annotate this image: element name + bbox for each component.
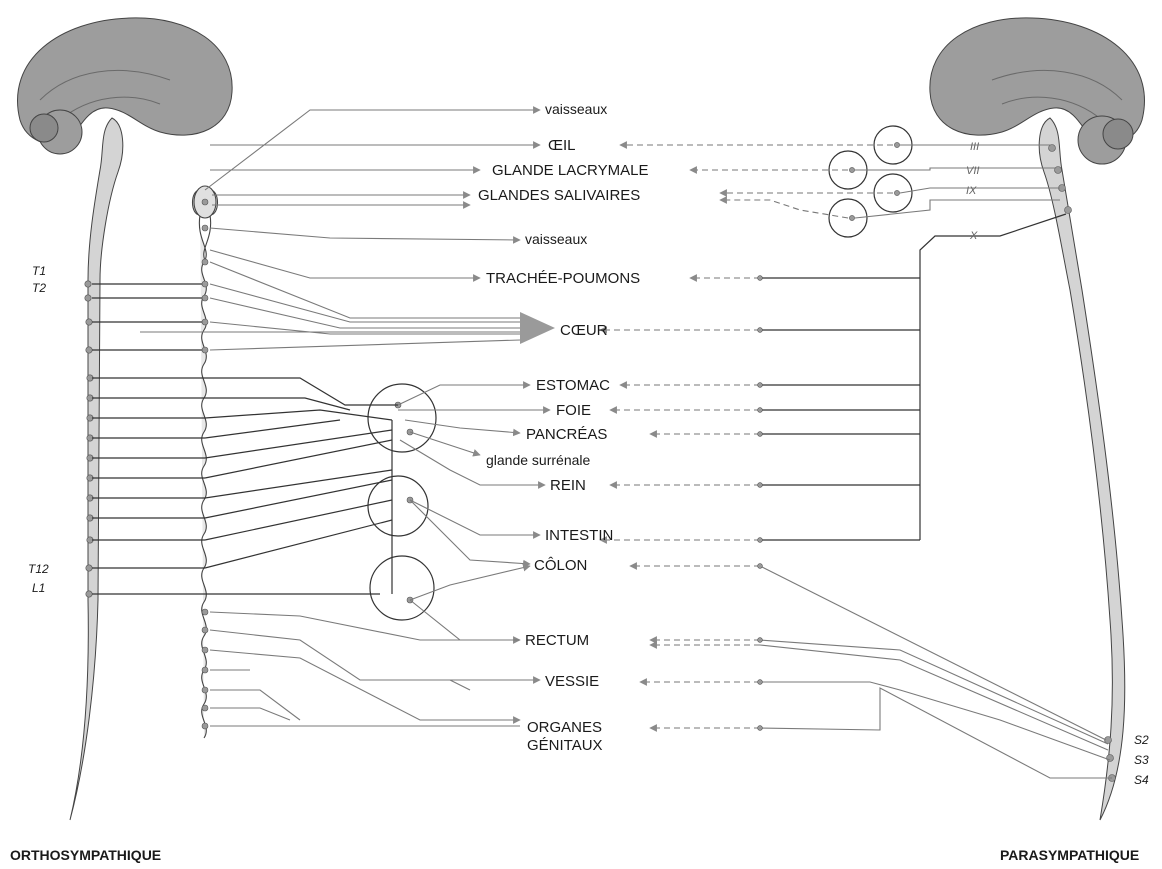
level-s3: S3: [1134, 753, 1149, 767]
organ-rein: REIN: [550, 477, 586, 494]
vagus-nerve: [599, 213, 1067, 544]
organ-glande-surrenale: glande surrénale: [486, 452, 591, 468]
cranial-fibres: [619, 141, 1060, 219]
organ-coeur: CŒUR: [560, 322, 608, 339]
nerve-vii: VII: [966, 165, 979, 177]
organ-oeil: ŒIL: [548, 137, 576, 154]
splanchnic-nerves: [204, 377, 398, 569]
level-t2: T2: [32, 281, 46, 295]
right-brainstem-nodes: [1048, 144, 1116, 782]
cranial-ganglia: [828, 125, 913, 238]
organ-vessie: VESSIE: [545, 673, 599, 690]
organ-intestin: INTESTIN: [545, 527, 613, 544]
organ-pancreas: PANCRÉAS: [526, 426, 607, 443]
left-brain-illustration: [17, 17, 233, 821]
chain-ganglia: [201, 198, 209, 730]
organ-estomac: ESTOMAC: [536, 377, 610, 394]
prevertebral-ganglia: [367, 383, 437, 621]
level-t1: T1: [32, 264, 46, 278]
nerve-iii: III: [970, 141, 979, 153]
right-brain-illustration: [929, 17, 1145, 821]
organ-organes: ORGANES: [527, 719, 602, 736]
organ-trachee-poumons: TRACHÉE-POUMONS: [486, 270, 640, 287]
left-preganglionic-lines: [92, 283, 380, 595]
organ-colon: CÔLON: [534, 557, 587, 574]
organ-glande-lacrymale: GLANDE LACRYMALE: [492, 162, 648, 179]
level-l1: L1: [32, 581, 45, 595]
sympathetic-upper-fibres: [140, 106, 555, 351]
organ-foie: FOIE: [556, 402, 591, 419]
level-s4: S4: [1134, 773, 1149, 787]
label-orthosympathique: ORTHOSYMPATHIQUE: [10, 847, 161, 863]
level-t12: T12: [28, 562, 49, 576]
sympathetic-abdominal-fibres: [397, 381, 551, 644]
nerve-ix: IX: [966, 185, 977, 197]
organ-rectum: RECTUM: [525, 632, 589, 649]
sympathetic-chain: [191, 185, 219, 739]
organ-genitaux: GÉNITAUX: [527, 737, 603, 754]
organ-vaisseaux-thorax: vaisseaux: [525, 231, 587, 247]
sacral-fibres: [629, 562, 1112, 779]
organ-vaisseaux-head: vaisseaux: [545, 101, 607, 117]
organ-glandes-salivaires: GLANDES SALIVAIRES: [478, 187, 640, 204]
sympathetic-pelvic-fibres: [209, 611, 541, 727]
nerve-x: X: [969, 230, 978, 242]
level-s2: S2: [1134, 733, 1149, 747]
label-parasympathique: PARASYMPATHIQUE: [1000, 847, 1139, 863]
